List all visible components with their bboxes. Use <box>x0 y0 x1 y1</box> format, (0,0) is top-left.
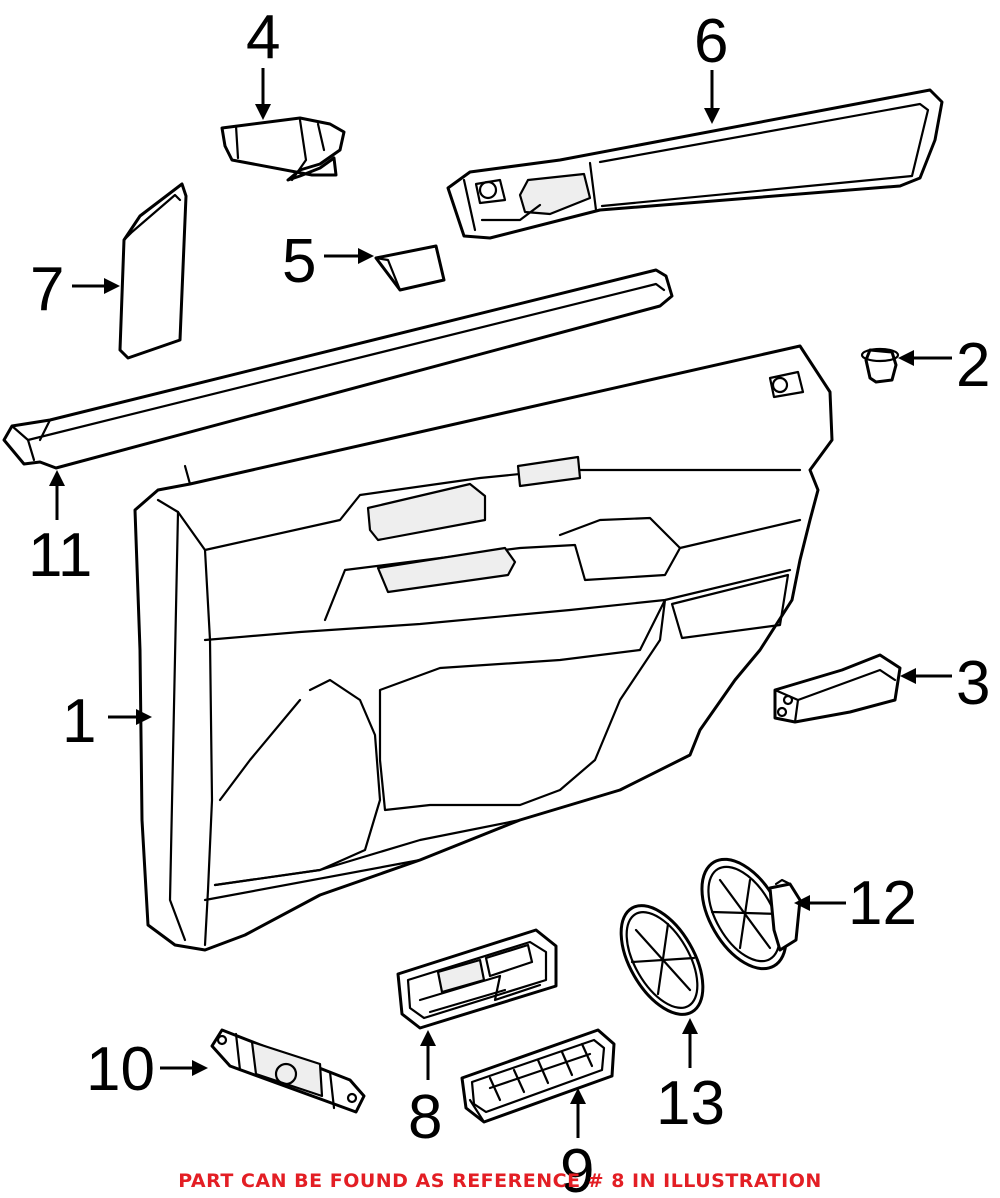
leader-arrows <box>49 68 952 1138</box>
callout-6: 6 <box>694 7 728 76</box>
callout-1: 1 <box>62 687 96 756</box>
part-12-speaker <box>700 857 802 971</box>
part-3-armrest-pad <box>773 653 902 724</box>
part-1-door-trim-panel <box>133 344 834 952</box>
callout-12: 12 <box>848 869 917 938</box>
reference-note: PART CAN BE FOUND AS REFERENCE # 8 IN IL… <box>178 1170 822 1192</box>
callout-9: 9 <box>560 1137 594 1198</box>
part-7-pillar-trim <box>118 182 188 360</box>
callout-3: 3 <box>956 649 990 718</box>
callout-2: 2 <box>956 331 990 400</box>
callout-4: 4 <box>246 3 280 72</box>
part-9-window-switch <box>460 1028 616 1124</box>
callout-13: 13 <box>656 1069 725 1138</box>
part-11-belt-weatherstrip <box>2 268 674 470</box>
callout-7: 7 <box>30 255 64 324</box>
part-13-speaker-grille <box>619 904 705 1016</box>
part-8-window-switch-bezel <box>396 928 558 1030</box>
part-2-clip <box>860 347 900 384</box>
part-5-pad <box>374 244 446 292</box>
callout-11: 11 <box>28 521 92 590</box>
part-6-upper-trim-bezel <box>446 88 944 240</box>
callout-10: 10 <box>86 1035 155 1104</box>
callout-labels: 1 2 3 4 5 6 7 8 9 10 11 12 13 <box>28 3 990 1198</box>
callout-5: 5 <box>282 227 316 296</box>
callout-8: 8 <box>408 1083 442 1152</box>
part-10-lock-switch <box>210 1028 366 1114</box>
part-4-inside-handle <box>220 116 346 182</box>
